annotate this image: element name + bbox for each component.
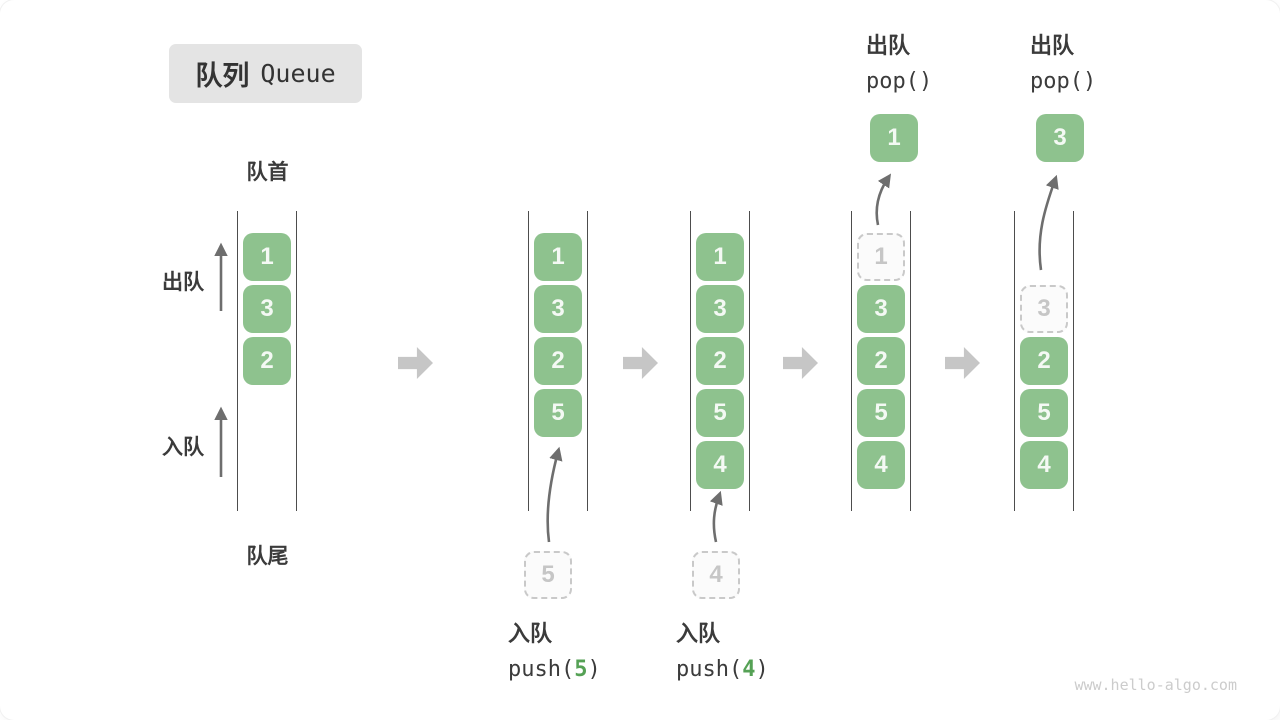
step-arrow-icon [398, 347, 433, 379]
pop1-zh-label: 出队 [866, 33, 911, 58]
title-zh: 队列 [195, 61, 250, 91]
push1-code-label: push(5) [508, 657, 601, 682]
push2-code-label: push(4) [676, 657, 769, 682]
step-arrow-icon [945, 347, 980, 379]
push2-zh-label: 入队 [676, 621, 721, 646]
queue-item-box: 5 [534, 389, 582, 437]
title-box: 队列 Queue [169, 44, 362, 103]
queue-item-box: 3 [243, 285, 291, 333]
push-staging-box: 4 [692, 551, 740, 599]
label-queue-rear: 队尾 [246, 545, 289, 568]
queue-item-box: 3 [534, 285, 582, 333]
queue-item-box: 1 [243, 233, 291, 281]
label-enqueue-side: 入队 [162, 436, 204, 459]
pop2-code-label: pop() [1030, 69, 1097, 94]
popped-value-box: 3 [1036, 114, 1084, 162]
queue-item-box: 2 [857, 337, 905, 385]
queue-item-box: 4 [857, 441, 905, 489]
queue-item-box: 4 [696, 441, 744, 489]
queue-item-box: 1 [534, 233, 582, 281]
pop-operation-label-1: 出队 pop() [866, 35, 932, 93]
queue-item-box: 3 [696, 285, 744, 333]
step-arrow-icon [623, 347, 658, 379]
queue-item-box: 5 [857, 389, 905, 437]
pop2-zh-label: 出队 [1030, 33, 1075, 58]
pop-operation-label-2: 出队 pop() [1030, 35, 1096, 93]
push-staging-box: 5 [524, 551, 572, 599]
queue-item-box: 1 [857, 233, 905, 281]
push-operation-label-1: 入队 push(5) [508, 623, 601, 681]
queue-item-box: 5 [1020, 389, 1068, 437]
label-queue-front: 队首 [246, 161, 289, 184]
title-en: Queue [260, 59, 336, 88]
queue-item-box: 3 [1020, 285, 1068, 333]
queue-item-box: 4 [1020, 441, 1068, 489]
queue-item-box: 3 [857, 285, 905, 333]
push2-arg: 4 [742, 657, 756, 682]
step-arrow-icon [783, 347, 818, 379]
queue-item-box: 2 [1020, 337, 1068, 385]
popped-value-box: 1 [870, 114, 918, 162]
queue-item-box: 5 [696, 389, 744, 437]
push1-arg: 5 [574, 657, 588, 682]
watermark: www.hello-algo.com [1074, 676, 1237, 694]
push1-zh-label: 入队 [508, 621, 553, 646]
label-dequeue-side: 出队 [162, 271, 204, 294]
push-operation-label-2: 入队 push(4) [676, 623, 769, 681]
queue-item-box: 1 [696, 233, 744, 281]
queue-item-box: 2 [534, 337, 582, 385]
pop1-code-label: pop() [866, 69, 933, 94]
queue-item-box: 2 [243, 337, 291, 385]
queue-item-box: 2 [696, 337, 744, 385]
